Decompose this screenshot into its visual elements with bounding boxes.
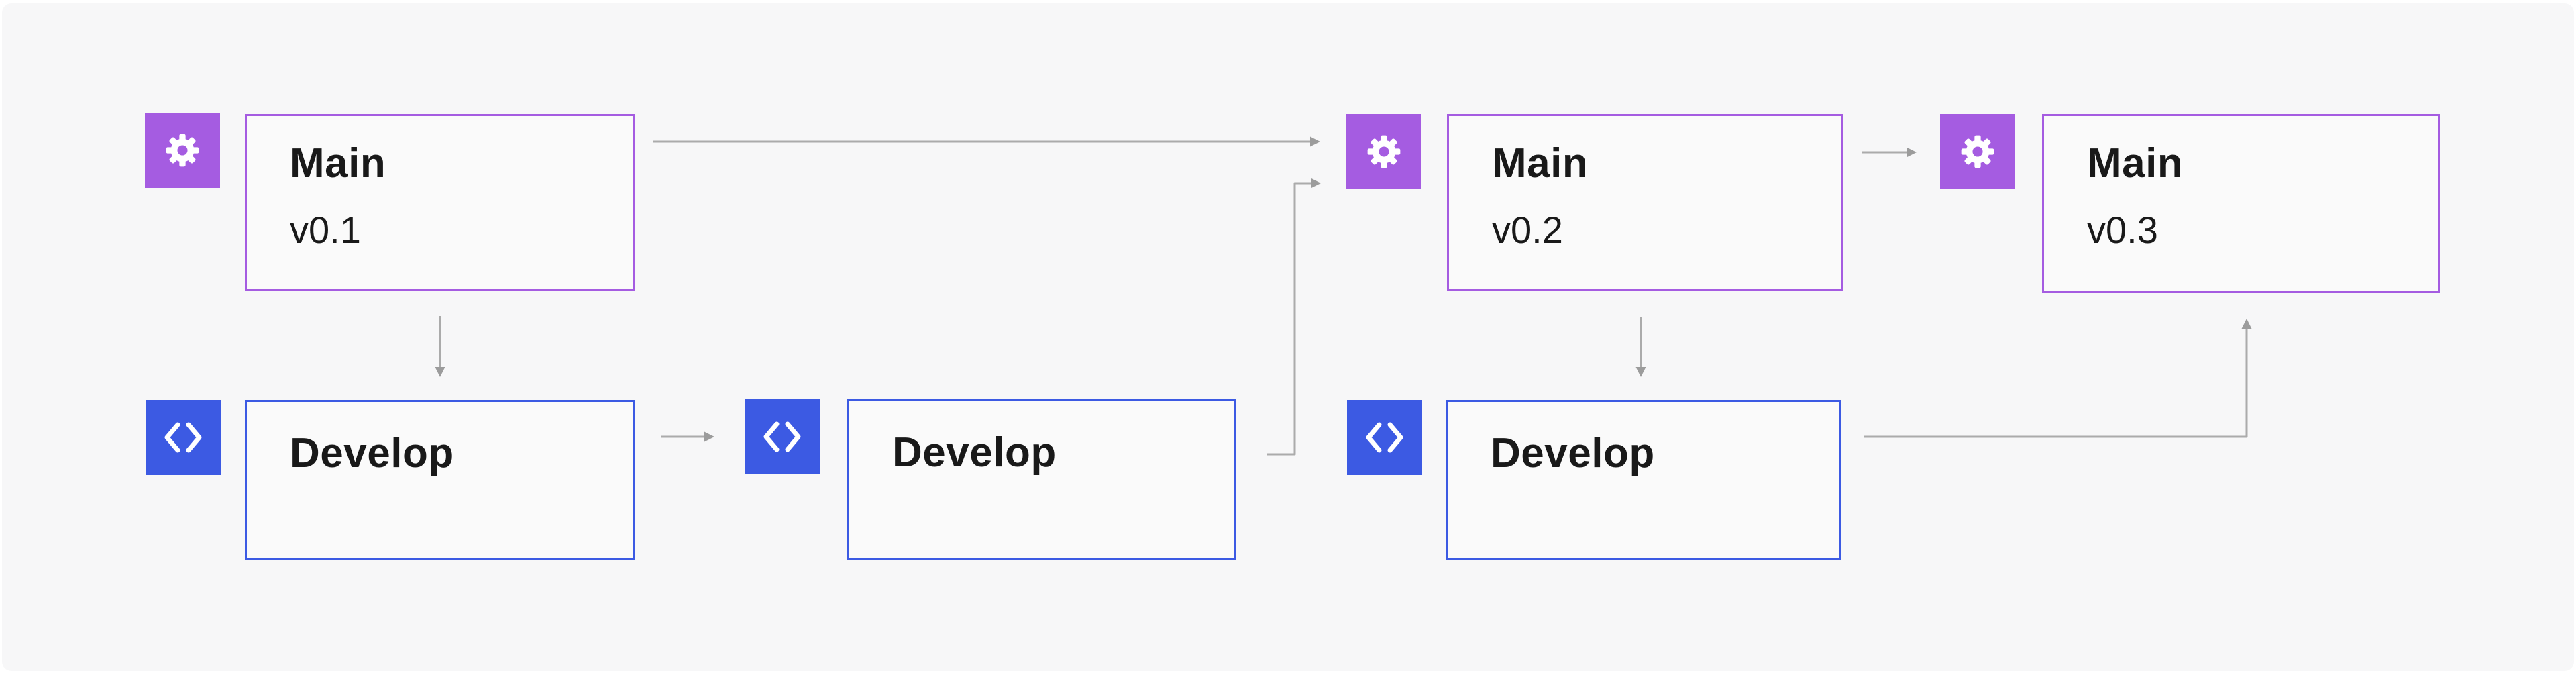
node-label: Main [2087, 140, 2184, 187]
node-main-v0-1[interactable]: Main v0.1 [245, 114, 635, 291]
settings-chip-main2[interactable] [1346, 114, 1421, 189]
node-version: v0.3 [2087, 209, 2158, 251]
code-icon [163, 419, 203, 456]
node-develop-1[interactable]: Develop [245, 400, 635, 560]
settings-chip-main1[interactable] [145, 113, 220, 188]
code-icon [762, 419, 802, 455]
node-version: v0.2 [1492, 209, 1563, 251]
code-chip-develop2[interactable] [745, 399, 820, 474]
gear-icon [1364, 132, 1403, 171]
node-label: Develop [892, 429, 1057, 476]
node-label: Develop [1491, 430, 1655, 476]
node-label: Main [290, 140, 386, 187]
node-label: Develop [290, 430, 454, 476]
code-chip-develop3[interactable] [1347, 400, 1422, 475]
gear-icon [163, 131, 202, 170]
node-main-v0-3[interactable]: Main v0.3 [2042, 114, 2440, 293]
gear-icon [1958, 132, 1997, 171]
node-label: Main [1492, 140, 1589, 187]
node-main-v0-2[interactable]: Main v0.2 [1447, 114, 1843, 291]
code-chip-develop1[interactable] [146, 400, 221, 475]
node-develop-2[interactable]: Develop [847, 399, 1236, 560]
code-icon [1364, 419, 1405, 456]
canvas-panel [2, 3, 2574, 671]
node-develop-3[interactable]: Develop [1446, 400, 1841, 560]
settings-chip-main3[interactable] [1940, 114, 2015, 189]
node-version: v0.1 [290, 209, 361, 251]
